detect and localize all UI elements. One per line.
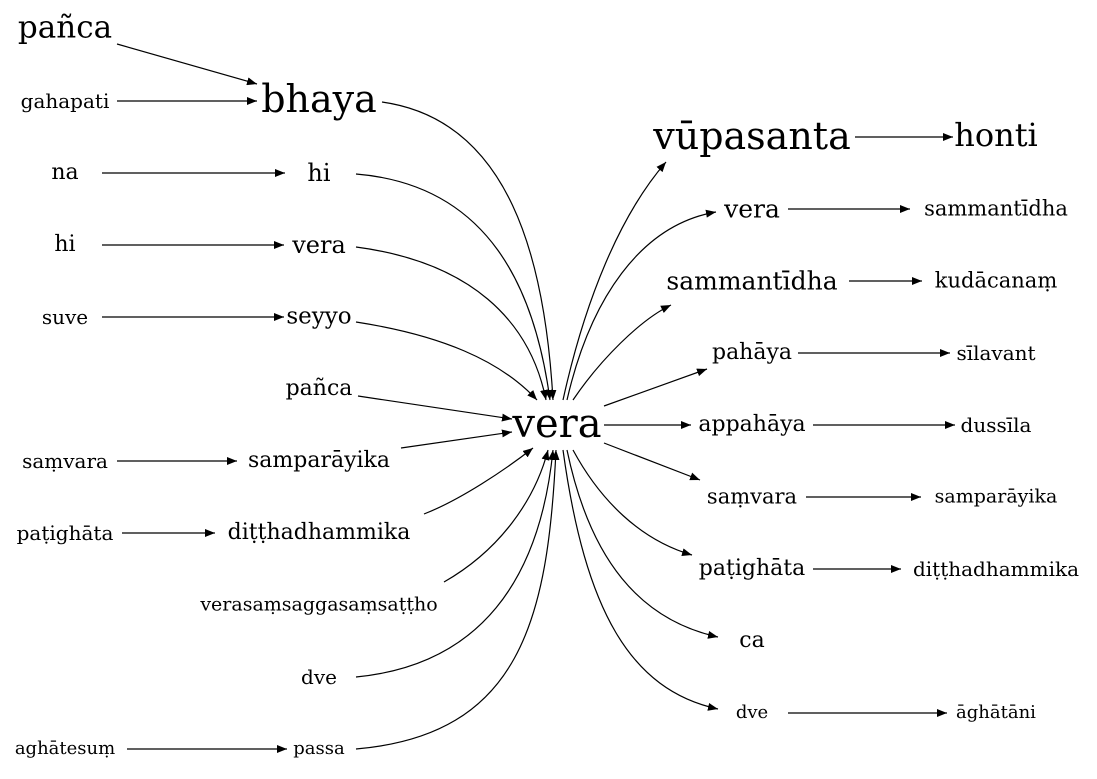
edge-verasamsagga-vera-center [443,449,550,583]
node-gahapati: gahapati [20,89,110,113]
edge-panca-vera-center [357,395,513,422]
node-verasamsagga: verasaṃsaggasaṃsaṭṭho [200,593,438,616]
edge-vera-vupasanta [562,161,667,401]
edge-vera-patighata-r [572,449,693,557]
node-panca-mid: pañca [285,376,353,401]
edge-samparayika-vera-center [400,429,513,449]
node-patighata-right: paṭighāta [698,556,806,581]
node-sammantidha: sammantīdha [666,266,838,296]
node-ditthadhammika-right: diṭṭhadhammika [912,557,1080,581]
edge-dve-vera-center [355,449,556,678]
node-ca: ca [739,628,765,653]
node-samparayika-left: samparāyika [247,448,391,473]
edge-vera-vera-center [355,246,548,401]
node-appahaya: appahāya [698,412,806,437]
node-vera-right: vera [724,194,780,224]
node-seyyo: seyyo [286,303,352,330]
node-pahaya: pahāya [711,340,793,365]
edge-hi-vera-center [355,173,553,401]
edge-vera-samvara-r [603,442,701,481]
node-vera-center: vera [512,401,602,447]
node-dve-left: dve [301,665,337,689]
edge-vera-pahaya [603,368,708,407]
node-samvara-right: saṃvara [706,484,798,509]
node-panca-top: pañca [17,9,113,46]
node-patighata-left: paṭighāta [16,521,114,545]
edge-panca-bhaya [116,43,258,86]
edge-bhaya-vera [381,101,557,401]
node-dussila: dussīla [960,413,1032,437]
node-passa: passa [293,738,345,759]
node-vupasanta: vūpasanta [653,114,851,158]
node-hi: hi [307,159,331,187]
node-silavant: sīlavant [956,341,1036,365]
node-aghatesum: aghātesuṃ [14,738,116,759]
edge-vera-ca [566,449,719,639]
edge-ditthadhammika-vera-center [423,447,534,515]
node-vera-left: vera [292,231,346,259]
node-na: na [51,160,79,185]
node-dve-right: dve [735,702,769,723]
edge-vera-dve-r [562,449,719,711]
node-honti: honti [954,116,1038,154]
node-hi-left: hi [54,232,76,257]
node-suve: suve [41,305,89,329]
edge-vera-vera-r [566,209,717,401]
node-kudacanam: kudācanaṃ [934,268,1058,293]
node-aghatani: āghātāni [956,702,1036,723]
node-samparayika-right: samparāyika [934,485,1058,508]
node-bhaya: bhaya [261,77,377,121]
node-ditthadhammika-left: diṭṭhadhammika [227,520,411,545]
node-sammantidha-right: sammantīdha [924,196,1068,221]
edge-passa-vera-center [355,449,560,750]
edge-seyyo-vera-center [355,321,538,401]
node-samvara-left: saṃvara [22,449,108,473]
edge-vera-sammantidha [572,304,672,401]
